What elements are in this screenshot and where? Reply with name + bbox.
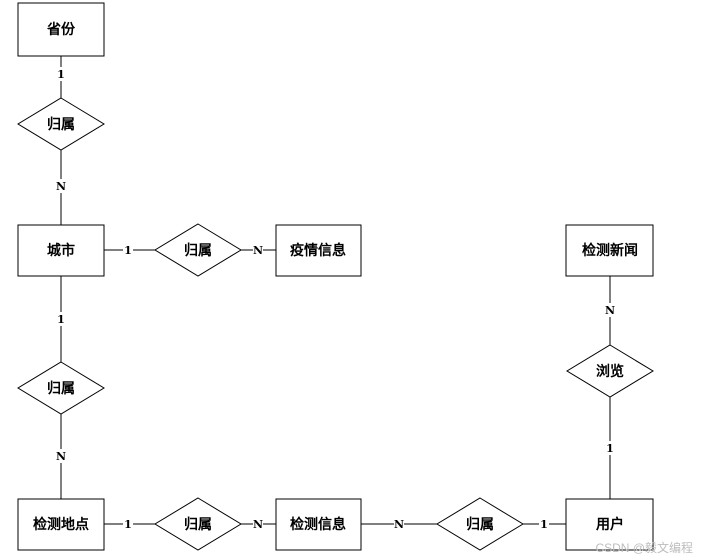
entity-epidemic-info-label: 疫情信息 xyxy=(290,242,346,259)
relation-user-news xyxy=(566,344,654,398)
entity-province-label: 省份 xyxy=(46,21,76,38)
entity-labels: 省份 城市 疫情信息 检测新闻 检测地点 检测信息 用户 xyxy=(33,21,638,533)
card-user-side-of-info: 1 xyxy=(540,518,548,531)
entity-test-news xyxy=(565,224,654,277)
card-city-side-of-epidemic: 1 xyxy=(124,244,132,257)
card-user-side-of-news: 1 xyxy=(606,442,614,455)
relation-site-info-label: 归属 xyxy=(184,516,212,533)
entity-user xyxy=(565,498,654,551)
relation-info-user xyxy=(436,497,524,551)
cardinality-labels: 1 N 1 N 1 N 1 N N 1 N 1 xyxy=(56,67,615,531)
entity-user-label: 用户 xyxy=(596,516,624,533)
relation-province-city-label: 归属 xyxy=(47,116,75,133)
relation-city-site xyxy=(17,361,105,415)
entity-province xyxy=(17,2,105,57)
relation-province-city xyxy=(17,97,105,151)
entity-epidemic-info xyxy=(275,224,362,277)
relation-city-site-label: 归属 xyxy=(47,380,75,397)
relation-labels: 归属 归属 归属 归属 归属 浏览 xyxy=(47,116,624,533)
relation-info-user-label: 归属 xyxy=(466,516,494,533)
relation-city-epidemic-label: 归属 xyxy=(184,242,212,259)
card-site-side-of-city: N xyxy=(56,450,66,463)
card-epidemic-side: N xyxy=(253,244,263,257)
relation-site-info xyxy=(154,497,242,551)
entity-boxes xyxy=(17,2,654,551)
card-city-side-of-province: N xyxy=(56,180,66,193)
card-info-side-of-user: N xyxy=(394,518,404,531)
entity-city-label: 城市 xyxy=(47,242,75,259)
entity-test-info-label: 检测信息 xyxy=(290,516,346,533)
card-info-side-of-site: N xyxy=(253,518,263,531)
entity-test-news-label: 检测新闻 xyxy=(582,242,638,259)
entity-test-site-label: 检测地点 xyxy=(33,516,89,533)
watermark: CSDN @毅文编程 xyxy=(595,540,693,555)
card-province-side: 1 xyxy=(57,68,65,81)
entity-test-site xyxy=(17,498,105,551)
card-site-side-of-info: 1 xyxy=(124,518,132,531)
relation-city-epidemic xyxy=(154,223,242,277)
entity-test-info xyxy=(275,498,362,551)
relationship-diamonds xyxy=(17,97,654,551)
card-news-side: N xyxy=(605,304,615,317)
entity-city xyxy=(17,224,105,277)
connector-lines xyxy=(60,56,611,525)
card-city-side-of-site: 1 xyxy=(57,313,65,326)
relation-user-news-label: 浏览 xyxy=(596,363,624,380)
